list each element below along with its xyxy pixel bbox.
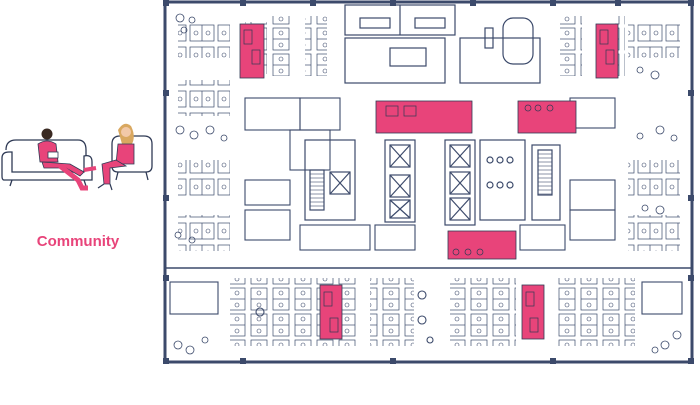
community-illustration: [0, 110, 160, 200]
legend-label-community: Community: [0, 233, 156, 250]
floor-plan-icon: [163, 0, 694, 364]
community-label: Community: [36, 233, 120, 250]
floor-plan: [160, 0, 700, 400]
community-zone: [319, 284, 343, 340]
community-zone: [447, 230, 517, 260]
community-zone: [517, 100, 577, 134]
sofa-back: [5, 139, 87, 162]
people-on-sofa-icon: [1, 123, 153, 191]
community-zone: [521, 284, 545, 340]
community-zone: [595, 23, 619, 79]
